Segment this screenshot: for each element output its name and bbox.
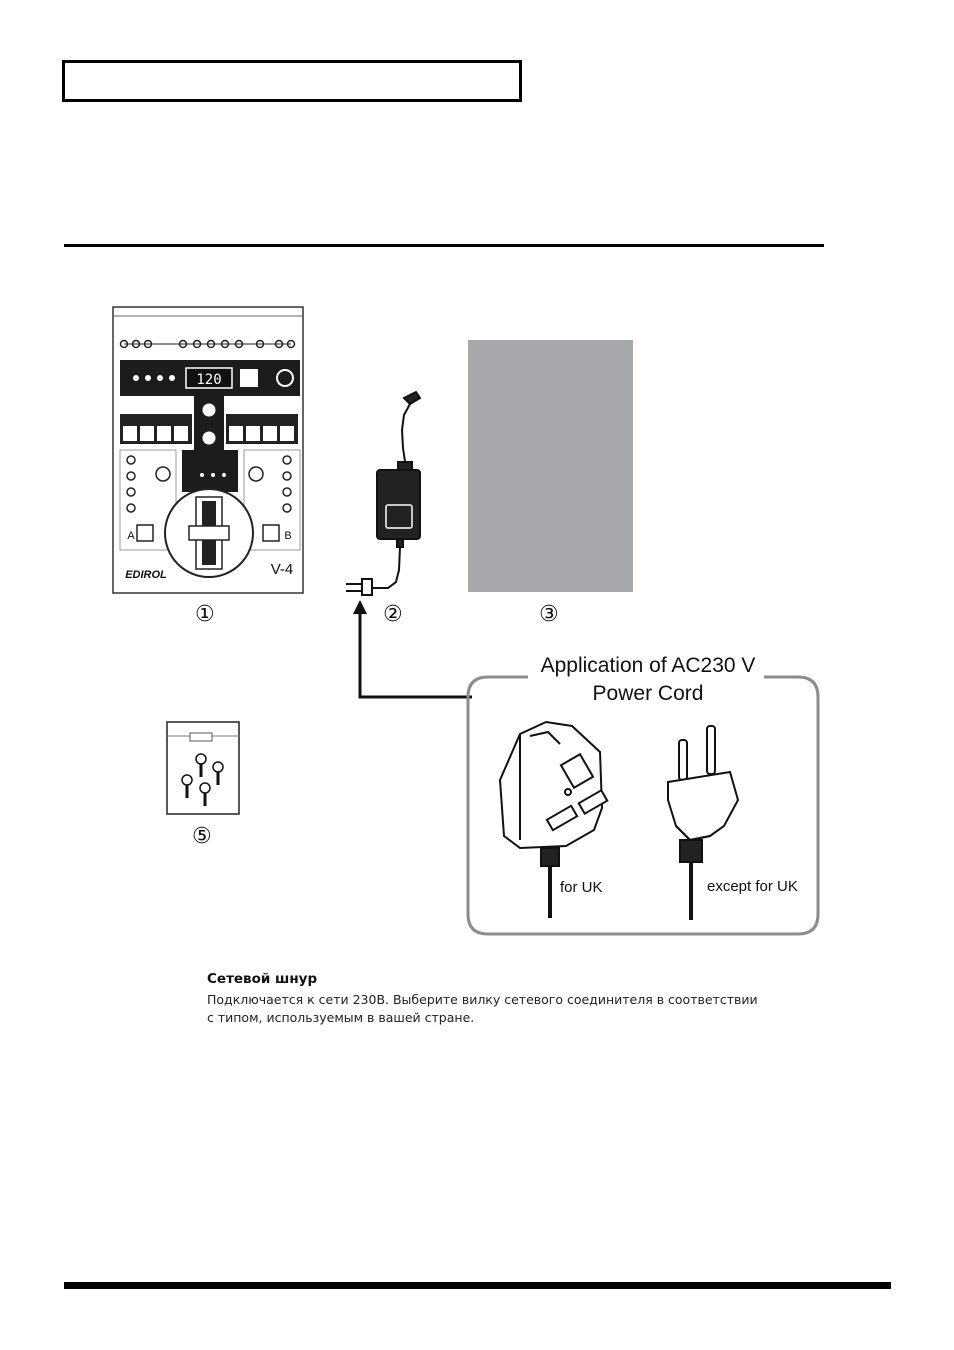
caption-text: Подключается к сети 230В. Выберите вилку… bbox=[207, 992, 758, 1025]
connection-arrow bbox=[353, 600, 472, 699]
v4-mixer-illustration: 120 A B EDIROL V-4 bbox=[112, 306, 304, 594]
power-cord-callout bbox=[466, 675, 820, 936]
item-number-3: ③ bbox=[539, 602, 559, 627]
item-3-placeholder bbox=[468, 340, 633, 592]
model-label: V-4 bbox=[271, 561, 294, 578]
screws-illustration bbox=[166, 721, 240, 815]
non-uk-plug-label: except for UK bbox=[707, 878, 798, 895]
display-readout: 120 bbox=[196, 372, 221, 388]
channel-a-label: A bbox=[127, 530, 135, 542]
callout-title-line-1: Application of AC230 V bbox=[540, 654, 756, 677]
edirol-logo: EDIROL bbox=[125, 569, 167, 581]
footer-rule bbox=[64, 1282, 891, 1289]
uk-plug-label: for UK bbox=[560, 879, 603, 896]
euro-plug-illustration bbox=[667, 725, 740, 920]
item-number-5: ⑤ bbox=[192, 824, 212, 849]
item-number-1: ① bbox=[195, 602, 215, 627]
header-box bbox=[62, 60, 522, 102]
caption-title: Сетевой шнур bbox=[207, 971, 318, 987]
channel-b-label: B bbox=[284, 530, 291, 542]
item-number-2: ② bbox=[383, 602, 403, 627]
section-rule bbox=[64, 244, 824, 247]
callout-title: Application of AC230 V Power Cord bbox=[500, 652, 796, 708]
ac-adaptor-illustration bbox=[346, 390, 422, 596]
uk-plug-illustration bbox=[498, 720, 609, 918]
callout-title-line-2: Power Cord bbox=[592, 682, 704, 705]
